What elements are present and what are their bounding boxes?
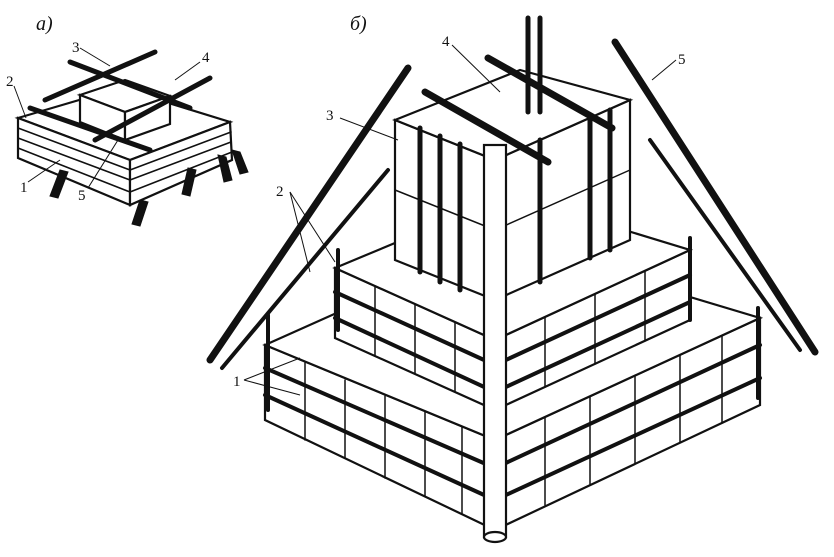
- callout-b-4: 4: [442, 34, 450, 50]
- callout-a-2: 2: [6, 74, 14, 90]
- panel-label-b: б): [350, 13, 367, 35]
- fig-b-top-beams: [421, 54, 616, 166]
- fig-b-tier1-bars: [263, 343, 762, 502]
- figure-a: [14, 49, 249, 227]
- fig-b-diagonal-braces: [206, 38, 819, 364]
- callout-b-3: 3: [326, 108, 334, 124]
- fig-b-diagonal-braces-thin: [220, 138, 802, 370]
- fig-b-tier1-grid: [304, 335, 723, 515]
- callout-b-5: 5: [678, 52, 686, 68]
- fig-b-top-post: [525, 15, 543, 115]
- fig-a-boards: [17, 127, 233, 193]
- callout-a-3: 3: [72, 40, 80, 56]
- callout-a-4: 4: [202, 50, 210, 66]
- fig-a-right-wall: [128, 120, 234, 207]
- callout-leaders: [13, 44, 677, 396]
- callout-b-1: 1: [233, 374, 241, 390]
- figure-b: [206, 15, 819, 544]
- panel-label-a: а): [36, 13, 53, 35]
- fig-b-tier2-grid: [374, 270, 646, 393]
- fig-b-front-pipe: [482, 143, 508, 544]
- callout-b-2: 2: [276, 184, 284, 200]
- fig-b-column-seams: [394, 169, 631, 231]
- callout-a-1: 1: [20, 180, 28, 196]
- callout-a-5: 5: [78, 188, 86, 204]
- fig-a-cross-bars: [27, 49, 213, 153]
- fig-a-stakes: [49, 149, 249, 227]
- fig-b-corner-posts: [266, 236, 760, 412]
